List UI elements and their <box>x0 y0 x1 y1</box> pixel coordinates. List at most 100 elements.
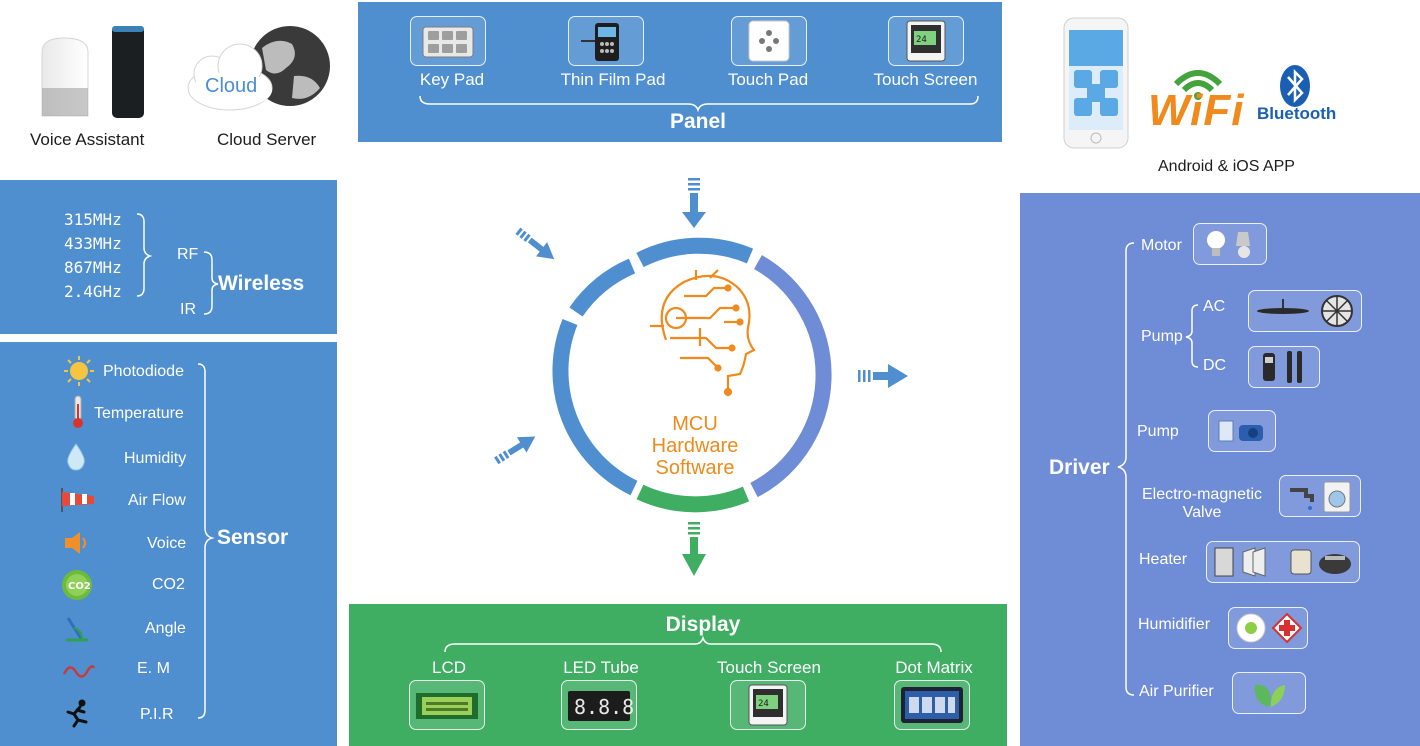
em-wave-icon <box>62 665 96 678</box>
wifi-icon <box>1173 70 1223 100</box>
humidifier-icon <box>1236 612 1303 644</box>
motor-label: Motor <box>1141 237 1182 254</box>
panel-item-label: Touch Pad <box>727 70 809 89</box>
smart-speaker-icon <box>41 26 144 118</box>
thin-film-pad-icon <box>581 23 619 61</box>
key-pad-box <box>410 16 486 66</box>
pump-box <box>1208 410 1276 452</box>
driver-braces <box>1117 242 1199 696</box>
mcu-line: MCU <box>672 413 718 435</box>
sensor-label: Angle <box>145 620 186 637</box>
display-section: Display LCD LED Tube 8.8.8. Touch Screen… <box>349 604 1007 746</box>
windsock-icon <box>61 488 94 512</box>
display-brace <box>444 636 942 653</box>
sensor-label: Photodiode <box>103 363 184 380</box>
touch-screen-icon: 24 <box>748 684 788 726</box>
sensor-label: Temperature <box>94 405 184 422</box>
speaker-icon <box>65 532 86 554</box>
sensor-label: Humidity <box>124 450 187 467</box>
thermometer-icon <box>73 395 83 428</box>
heater-box <box>1206 541 1360 583</box>
voice-assistant-group: Voice Assistant <box>28 22 158 152</box>
ac-motor-box <box>1248 290 1362 332</box>
valve-label: Electro-magnetic Valve <box>1136 486 1268 522</box>
wireless-braces <box>136 213 219 315</box>
lightbulb-icon <box>1207 231 1250 258</box>
software-line: Software <box>655 457 735 479</box>
heater-label: Heater <box>1139 551 1188 568</box>
heater-appliances-icon <box>1214 547 1351 577</box>
ring-arc-right <box>750 255 832 498</box>
cloud-server-group: Cloud Cloud Server <box>182 18 332 152</box>
key-pad-icon <box>422 26 474 58</box>
arrow-out-right <box>858 364 908 388</box>
app-group: WiFi Bluetooth Android & iOS APP <box>1060 16 1350 180</box>
cloud-server-label: Cloud Server <box>217 130 317 149</box>
svg-text:24: 24 <box>758 699 769 709</box>
panel-item-label: Key Pad <box>419 70 485 89</box>
cloud-text: Cloud <box>205 75 258 97</box>
bluetooth-icon <box>1280 65 1310 107</box>
valve-box <box>1279 475 1361 517</box>
ring-arc-bottom <box>636 484 750 513</box>
pump-group-label: Pump <box>1141 328 1183 345</box>
arrow-in-lower-left <box>494 436 536 465</box>
sensor-section: CO2 Photodiode Temperature Humidity Air … <box>0 342 337 746</box>
panel-brace <box>419 95 979 113</box>
arrow-in-upper-left <box>515 227 555 260</box>
air-purifier-label: Air Purifier <box>1139 683 1214 700</box>
angle-icon <box>66 617 88 642</box>
co2-icon: CO2 <box>62 570 92 600</box>
ac-label: AC <box>1203 298 1226 315</box>
sensor-label: P.I.R <box>140 706 174 723</box>
water-drop-icon <box>67 443 85 471</box>
wireless-section: 315MHz 433MHz 867MHz 2.4GHz RF IR Wirele… <box>0 180 337 334</box>
sensor-label: Voice <box>147 535 187 552</box>
rf-label: RF <box>177 246 199 263</box>
sensor-brace <box>197 363 215 719</box>
touch-screen-box: 24 <box>888 16 964 66</box>
humidifier-box <box>1228 607 1308 649</box>
leaf-icon <box>1254 684 1285 707</box>
frequency-item: 2.4GHz <box>64 282 122 301</box>
display-item-label: LCD <box>431 658 466 677</box>
led-tube-icon: 8.8.8. <box>568 691 646 721</box>
panel-item-label: Thin Film Pad <box>560 70 666 89</box>
lcd-icon <box>416 693 478 719</box>
svg-text:CO2: CO2 <box>68 581 91 592</box>
display-title: Display <box>665 613 741 636</box>
ring-arc-left-lower <box>552 318 638 496</box>
ceiling-fan-icon <box>1257 295 1353 327</box>
frequency-list: 315MHz 433MHz 867MHz 2.4GHz <box>64 208 122 304</box>
panel-item-label: Touch Screen <box>873 70 978 89</box>
voice-assistant-label: Voice Assistant <box>30 130 145 149</box>
thin-film-pad-box <box>568 16 644 66</box>
smartphone-icon <box>1063 17 1129 149</box>
touch-pad-icon <box>748 20 790 62</box>
frequency-item: 867MHz <box>64 258 122 277</box>
led-digits: 8.8.8. <box>574 695 636 719</box>
arrow-in-top <box>682 178 706 228</box>
ir-label: IR <box>180 301 196 318</box>
water-pump-icon <box>1218 420 1263 442</box>
hardware-line: Hardware <box>651 435 739 457</box>
lcd-box <box>409 680 485 730</box>
running-man-icon <box>66 699 88 728</box>
frequency-item: 315MHz <box>64 210 122 229</box>
display-item-label: LED Tube <box>563 658 639 677</box>
valve-line: Electro-magnetic <box>1141 486 1263 503</box>
humidifier-label: Humidifier <box>1138 616 1211 633</box>
motor-box <box>1193 223 1267 265</box>
valve-line: Valve <box>1182 504 1222 521</box>
display-item-label: Dot Matrix <box>895 658 973 677</box>
driver-section: Driver Motor Pump AC DC Pump <box>1020 193 1420 746</box>
cloud-globe-icon <box>187 26 330 111</box>
dc-motor-box <box>1248 346 1320 388</box>
panel-title: Panel <box>669 110 727 133</box>
sensor-label: CO2 <box>152 576 185 593</box>
pump-label: Pump <box>1137 423 1179 440</box>
led-tube-box: 8.8.8. <box>561 680 646 730</box>
sun-icon <box>64 356 94 386</box>
touch-pad-box <box>731 16 807 66</box>
arrow-out-bottom <box>682 522 706 576</box>
